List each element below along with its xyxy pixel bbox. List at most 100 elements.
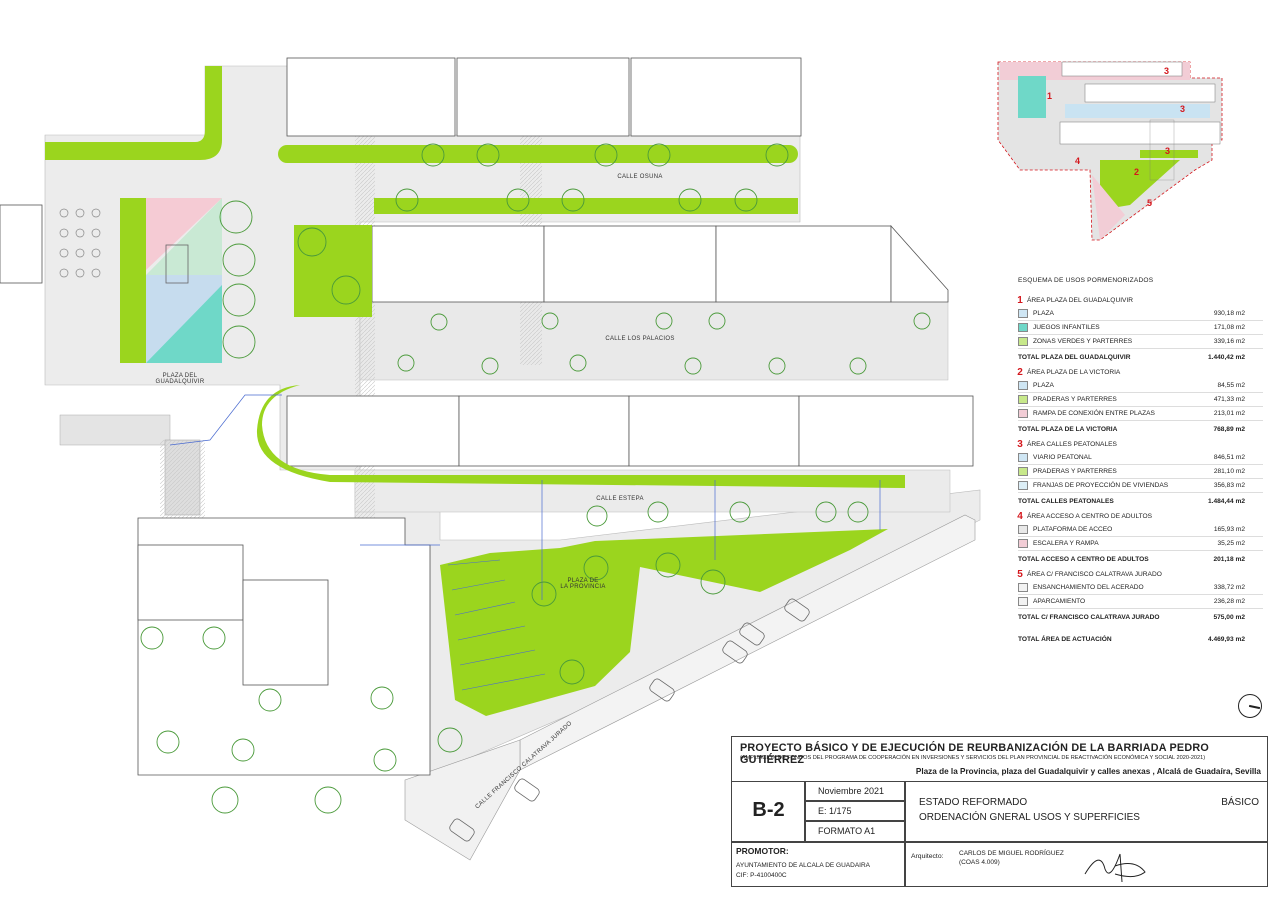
- label-calle-estepa: CALLE ESTEPA: [596, 496, 644, 502]
- grand-total-value: 4.469,93 m2: [1207, 635, 1245, 643]
- promotor-cif: CIF: P-4100400C: [736, 872, 787, 879]
- color-swatch: [1018, 597, 1028, 606]
- row-label: PLAZA: [1033, 382, 1054, 389]
- row-label: PLATAFORMA DE ACCEO: [1033, 526, 1113, 533]
- total-value: 1.440,42 m2: [1207, 353, 1245, 361]
- row-label: VIARIO PEATONAL: [1033, 454, 1092, 461]
- terrace-tables: [59, 208, 101, 278]
- legend-section-header: 4 ÁREA ACCESO A CENTRO DE ADULTOS: [1013, 509, 1263, 523]
- green-areas: [45, 66, 905, 716]
- promotor-label: PROMOTOR:: [736, 846, 789, 856]
- row-value: 213,01 m2: [1213, 410, 1245, 417]
- date-cell: Noviembre 2021: [804, 781, 906, 802]
- section-number: 3: [1017, 438, 1023, 450]
- row-value: 471,33 m2: [1213, 396, 1245, 403]
- row-value: 356,83 m2: [1213, 482, 1245, 489]
- row-value: 338,72 m2: [1213, 584, 1245, 591]
- row-value: 84,55 m2: [1217, 382, 1246, 389]
- row-label: JUEGOS INFANTILES: [1033, 324, 1100, 331]
- section-total-row: TOTAL PLAZA DEL GUADALQUIVIR 1.440,42 m2: [1018, 349, 1263, 365]
- row-label: APARCAMIENTO: [1033, 598, 1086, 605]
- legend-row: PRADERAS Y PARTERRES 471,33 m2: [1018, 393, 1263, 407]
- buildings: [0, 57, 974, 776]
- grand-total-row: TOTAL ÁREA DE ACTUACIÓN 4.469,93 m2: [1018, 631, 1263, 647]
- color-swatch: [1018, 395, 1028, 404]
- playground: [146, 198, 222, 363]
- section-number: 5: [1017, 568, 1023, 580]
- section-number: 1: [1017, 294, 1023, 306]
- section-name: ÁREA C/ FRANCISCO CALATRAVA JURADO: [1027, 570, 1162, 578]
- sheet-code: B-2: [752, 799, 785, 821]
- row-value: 35,25 m2: [1217, 540, 1246, 547]
- row-label: PRADERAS Y PARTERRES: [1033, 396, 1117, 403]
- row-value: 339,16 m2: [1213, 338, 1245, 345]
- row-label: ENSANCHAMIENTO DEL ACERADO: [1033, 584, 1144, 591]
- color-swatch: [1018, 337, 1028, 346]
- key-num: 2: [1134, 167, 1139, 177]
- sheet-scale: E: 1/175: [818, 806, 852, 816]
- title-block: PROYECTO BÁSICO Y DE EJECUCIÓN DE REURBA…: [731, 736, 1268, 887]
- legend-row: ENSANCHAMIENTO DEL ACERADO 338,72 m2: [1018, 581, 1263, 595]
- project-subtitle: (AMPLIACIÓN DE FONDOS DEL PROGRAMA DE CO…: [740, 755, 1206, 761]
- section-total-row: TOTAL CALLES PEATONALES 1.484,44 m2: [1018, 493, 1263, 509]
- color-swatch: [1018, 539, 1028, 548]
- key-map-numbers: 1 3 3 3 2 4 5: [1047, 66, 1185, 208]
- color-swatch: [1018, 583, 1028, 592]
- legend-row: APARCAMIENTO 236,28 m2: [1018, 595, 1263, 609]
- color-swatch: [1018, 409, 1028, 418]
- legend-row: FRANJAS DE PROYECCIÓN DE VIVIENDAS 356,83…: [1018, 479, 1263, 493]
- section-total-row: TOTAL C/ FRANCISCO CALATRAVA JURADO 575,0…: [1018, 609, 1263, 625]
- total-label: TOTAL PLAZA DEL GUADALQUIVIR: [1018, 353, 1131, 361]
- key-num: 4: [1075, 156, 1080, 166]
- row-value: 236,28 m2: [1213, 598, 1245, 605]
- color-swatch: [1018, 381, 1028, 390]
- sheet-title-2: ORDENACIÓN GNERAL USOS Y SUPERFICIES: [919, 812, 1140, 823]
- architect-signature: [1084, 853, 1146, 883]
- key-num: 1: [1047, 91, 1052, 101]
- key-map: [997, 61, 1223, 241]
- section-name: ÁREA ACCESO A CENTRO DE ADULTOS: [1027, 512, 1153, 520]
- label-plaza-provincia: PLAZA DE LA PROVINCIA: [560, 578, 606, 590]
- total-value: 768,89 m2: [1213, 425, 1245, 433]
- row-value: 281,10 m2: [1213, 468, 1245, 475]
- row-label: ZONAS VERDES Y PARTERRES: [1033, 338, 1133, 345]
- row-label: FRANJAS DE PROYECCIÓN DE VIVIENDAS: [1033, 482, 1169, 489]
- section-number: 4: [1017, 510, 1023, 522]
- total-value: 1.484,44 m2: [1207, 497, 1245, 505]
- color-swatch: [1018, 323, 1028, 332]
- project-title: PROYECTO BÁSICO Y DE EJECUCIÓN DE REURBA…: [740, 742, 1209, 766]
- legend-row: PLAZA 84,55 m2: [1018, 379, 1263, 393]
- legend-title: ESQUEMA DE USOS PORMENORIZADOS: [1018, 277, 1154, 284]
- grand-total-label: TOTAL ÁREA DE ACTUACIÓN: [1018, 635, 1112, 643]
- total-label: TOTAL PLAZA DE LA VICTORIA: [1018, 425, 1118, 433]
- section-number: 2: [1017, 366, 1023, 378]
- architect-label: Arquitecto:: [911, 853, 944, 860]
- promotor-cell: PROMOTOR: AYUNTAMIENTO DE ALCALA DE GUAD…: [731, 841, 906, 887]
- sheet-format: FORMATO A1: [818, 826, 876, 836]
- label-calle-los-palacios: CALLE LOS PALACIOS: [605, 336, 675, 342]
- legend-section-header: 1 ÁREA PLAZA DEL GUADALQUIVIR: [1013, 293, 1263, 307]
- total-value: 575,00 m2: [1213, 613, 1245, 621]
- label-calle-osuna: CALLE OSUNA: [617, 174, 663, 180]
- total-value: 201,18 m2: [1213, 555, 1245, 563]
- color-swatch: [1018, 453, 1028, 462]
- color-swatch: [1018, 309, 1028, 318]
- section-lines: [169, 394, 881, 600]
- section-name: ÁREA PLAZA DEL GUADALQUIVIR: [1027, 296, 1134, 304]
- format-cell: FORMATO A1: [804, 820, 906, 843]
- total-label: TOTAL ACCESO A CENTRO DE ADULTOS: [1018, 555, 1149, 563]
- total-label: TOTAL C/ FRANCISCO CALATRAVA JURADO: [1018, 613, 1160, 621]
- total-label: TOTAL CALLES PEATONALES: [1018, 497, 1114, 505]
- sheet-date: Noviembre 2021: [818, 786, 885, 796]
